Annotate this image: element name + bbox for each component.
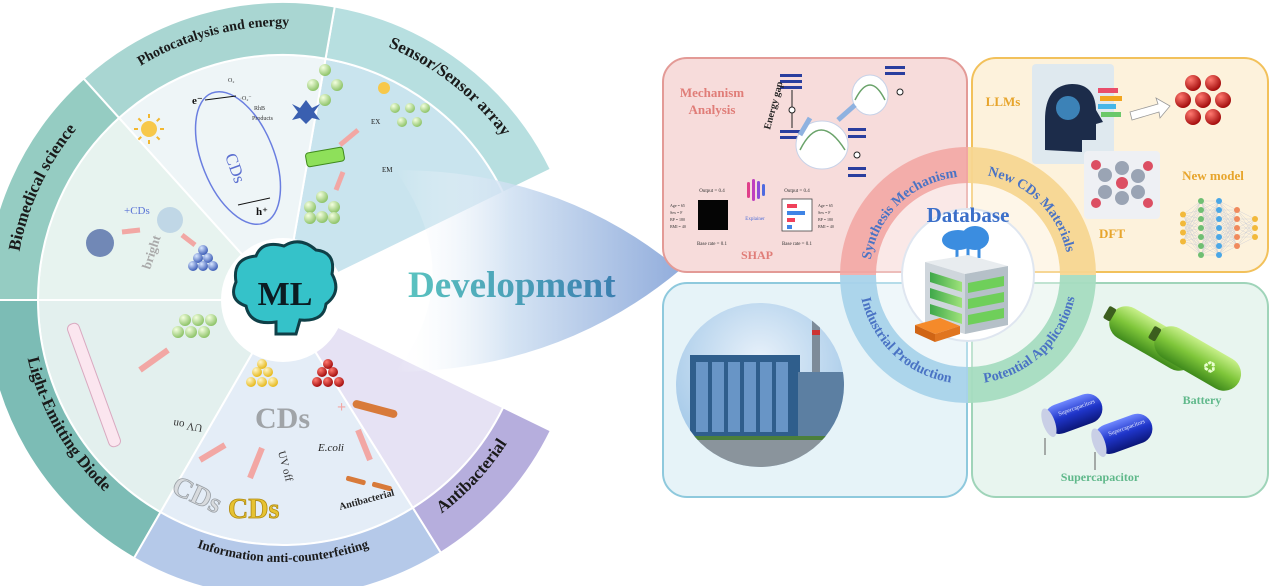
- nn-node: [1198, 216, 1204, 222]
- red-nanoparticles: [1175, 75, 1231, 125]
- supercapacitor-label: Supercapacitor: [1061, 470, 1140, 484]
- cloud-icon: [942, 226, 989, 258]
- band-photocatalysis: [82, 1, 336, 120]
- nn-node: [1180, 220, 1186, 227]
- new-model-label: New model: [1182, 168, 1244, 183]
- sun-icon: [141, 121, 157, 137]
- uv-on-label: UV on: [172, 417, 204, 434]
- rhb-label: RhB: [254, 106, 265, 112]
- sensor-star-icon: [292, 100, 320, 124]
- svg-text:Sex = F: Sex = F: [670, 210, 683, 215]
- nn-node: [1198, 252, 1204, 258]
- plus-cds-label: +CDs: [124, 205, 150, 217]
- led-tube-icon: [67, 322, 121, 448]
- nn-node: [1216, 207, 1222, 213]
- shap-base-left: Base rate = 0.1: [697, 242, 728, 247]
- nn-node: [1180, 229, 1186, 236]
- em-label: EM: [382, 166, 393, 174]
- battery-label: Battery: [1183, 393, 1222, 407]
- nn-node: [1198, 198, 1204, 204]
- cds-uv-off-label: CDs: [228, 494, 279, 525]
- svg-text:Sex = F: Sex = F: [818, 210, 831, 215]
- database-title: Database: [927, 203, 1010, 227]
- dft-label: DFT: [1099, 226, 1125, 241]
- hole-label: h⁺: [256, 206, 268, 218]
- nn-node: [1198, 207, 1204, 213]
- sensor-dot-icon: [378, 82, 390, 94]
- neural-network-diagram: [1180, 198, 1258, 258]
- ai-head-image: [1032, 64, 1122, 164]
- database-hub: Synthesis Mechanism New CDs Materials In…: [840, 147, 1096, 403]
- battery-image: ♻ ♻: [1103, 306, 1242, 391]
- nn-node: [1234, 225, 1240, 231]
- nn-node: [1216, 198, 1222, 204]
- shap-output-left: Output = 0.4: [699, 189, 725, 194]
- band-led: [0, 299, 162, 560]
- cds-grey-label: CDs: [255, 402, 310, 435]
- mechanism-title-2: Analysis: [689, 102, 736, 117]
- llms-label: LLMs: [986, 94, 1021, 109]
- svg-text:BP = 180: BP = 180: [818, 217, 833, 222]
- mechanism-title-1: Mechanism: [680, 85, 744, 100]
- shap-explainer-label: Explainer: [745, 217, 765, 222]
- ml-label: ML: [258, 276, 313, 313]
- band-antibacterial: [411, 406, 553, 555]
- band-biomedical: [0, 77, 121, 301]
- nn-node: [1252, 225, 1258, 231]
- svg-text:BMI = 40: BMI = 40: [818, 224, 834, 229]
- nn-node: [1252, 234, 1258, 240]
- shap-output-right: Output = 0.4: [784, 189, 810, 194]
- svg-text:BMI = 40: BMI = 40: [670, 224, 686, 229]
- development-arrow: Development: [395, 170, 680, 372]
- dft-molecule-image: [1084, 151, 1160, 219]
- ex-label: EX: [371, 118, 380, 126]
- brain-icon: ML: [232, 240, 338, 336]
- nn-node: [1180, 238, 1186, 245]
- svg-text:Age = 65: Age = 65: [818, 203, 833, 208]
- nn-node: [1234, 207, 1240, 213]
- sensor-tube-icon: [305, 146, 345, 168]
- electron-label: e⁻: [192, 95, 203, 107]
- server-stack-icon: [915, 255, 1008, 342]
- o2-label: O₂: [228, 78, 234, 84]
- products-label: Products: [252, 116, 274, 122]
- shap-black-box: [698, 200, 728, 230]
- shap-base-right: Base rate = 0.1: [782, 242, 813, 247]
- nn-node: [1216, 225, 1222, 231]
- nn-node: [1180, 211, 1186, 218]
- llm-arrow: [1129, 97, 1171, 121]
- band-sensor: [324, 5, 553, 194]
- ecoli-label: E.coli: [317, 442, 344, 454]
- svg-text:Age = 65: Age = 65: [670, 203, 685, 208]
- nn-node: [1216, 243, 1222, 249]
- nn-node: [1234, 243, 1240, 249]
- development-label: Development: [408, 265, 616, 306]
- nn-node: [1198, 243, 1204, 249]
- bio-cell-1: [157, 207, 183, 233]
- svg-text:BP = 180: BP = 180: [670, 217, 685, 222]
- nn-node: [1216, 216, 1222, 222]
- nn-node: [1198, 225, 1204, 231]
- nn-node: [1216, 234, 1222, 240]
- o2-radical-label: ·O₂⁻: [240, 96, 252, 102]
- shap-label: SHAP: [741, 248, 773, 262]
- supercapacitor-image: Supercapacitors Supercapacitors: [1041, 393, 1153, 470]
- svg-text:+: +: [337, 399, 346, 416]
- nn-node: [1216, 252, 1222, 258]
- nn-node: [1198, 234, 1204, 240]
- shap-logo: [747, 179, 765, 201]
- nn-node: [1234, 234, 1240, 240]
- nn-node: [1252, 216, 1258, 222]
- bio-cell-2: [86, 229, 114, 257]
- band-anticounterfeit: [132, 506, 443, 586]
- shap-illustration: Output = 0.4 Age = 65 Sex = F BP = 180 B…: [670, 179, 834, 262]
- ecoli-icon: [352, 400, 398, 418]
- nn-node: [1234, 216, 1240, 222]
